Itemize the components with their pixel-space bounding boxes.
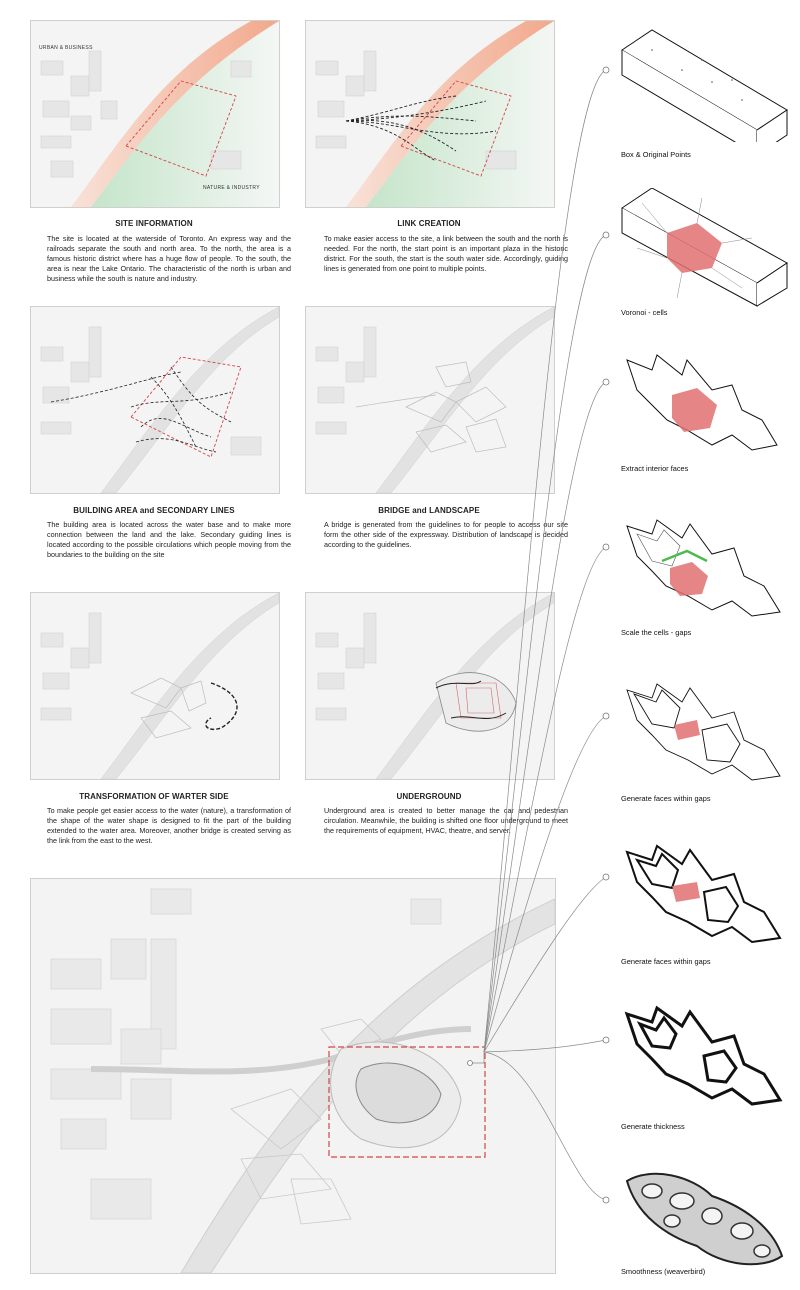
- building-area-map: [30, 306, 280, 494]
- generate-faces-gaps-diagram-2: [612, 842, 792, 952]
- urban-business-label: URBAN & BUSINESS: [39, 45, 93, 51]
- site-information-map: URBAN & BUSINESS NATURE & INDUSTRY: [30, 20, 280, 208]
- smoothness-graphic: [625, 1172, 784, 1266]
- bridge-landscape-title: BRIDGE and LANDSCAPE: [378, 506, 480, 515]
- underground-title: UNDERGROUND: [396, 792, 462, 801]
- voronoi-graphic: [621, 187, 788, 307]
- gaps-graphic-2: [625, 844, 782, 944]
- extract-graphic: [626, 354, 778, 451]
- bridge-landscape-map: [305, 306, 555, 494]
- building-area-title: BUILDING AREA and SECONDARY LINES: [73, 506, 235, 515]
- gaps-graphic-1: [626, 683, 781, 781]
- building-area-text: The building area is located across the …: [47, 520, 291, 559]
- voronoi-cells-diagram: [612, 187, 792, 308]
- link-creation-map: [305, 20, 555, 208]
- focus-area-box: [328, 1046, 486, 1158]
- step-label-7: Generate thickness: [621, 1122, 685, 1131]
- link-map-graphic: [306, 21, 554, 207]
- bridge-map-graphic: [306, 307, 554, 493]
- step-label-2: Voronoi - cells: [621, 308, 668, 317]
- step-label-5: Generate faces within gaps: [621, 794, 711, 803]
- step-label-8: Smoothness (weaverbird): [621, 1267, 706, 1276]
- smoothness-diagram: [612, 1166, 792, 1270]
- step-label-1: Box & Original Points: [621, 150, 691, 159]
- box-graphic: [621, 29, 788, 156]
- water-transformation-text: To make people get easier access to the …: [47, 806, 291, 845]
- nature-industry-label: NATURE & INDUSTRY: [203, 185, 260, 191]
- site-information-title: SITE INFORMATION: [115, 219, 193, 228]
- building-map-graphic: [31, 307, 279, 493]
- bridge-landscape-text: A bridge is generated from the guideline…: [324, 520, 568, 549]
- scale-graphic: [626, 519, 781, 617]
- link-creation-text: To make easier access to the site, a lin…: [324, 234, 568, 273]
- step-label-6: Generate faces within gaps: [621, 957, 711, 966]
- site-map-graphic: [31, 21, 279, 207]
- step-label-3: Extract interior faces: [621, 464, 689, 473]
- master-aerial-view: [30, 878, 556, 1274]
- underground-map-graphic: [306, 593, 554, 779]
- generate-thickness-diagram: [612, 1004, 792, 1114]
- water-transformation-title: TRANSFORMATION OF WARTER SIDE: [79, 792, 229, 801]
- step-label-4: Scale the cells - gaps: [621, 628, 692, 637]
- underground-text: Underground area is created to better ma…: [324, 806, 568, 835]
- site-information-text: The site is located at the waterside of …: [47, 234, 291, 283]
- aerial-graphic: [31, 879, 555, 1273]
- extract-interior-faces-diagram: [612, 350, 792, 460]
- water-map-graphic: [31, 593, 279, 779]
- thickness-graphic: [624, 1005, 783, 1106]
- box-original-points-diagram: [612, 20, 792, 156]
- underground-map: [305, 592, 555, 780]
- water-transformation-map: [30, 592, 280, 780]
- link-creation-title: LINK CREATION: [397, 219, 461, 228]
- generate-faces-gaps-diagram-1: [612, 680, 792, 790]
- scale-cells-gaps-diagram: [612, 516, 792, 626]
